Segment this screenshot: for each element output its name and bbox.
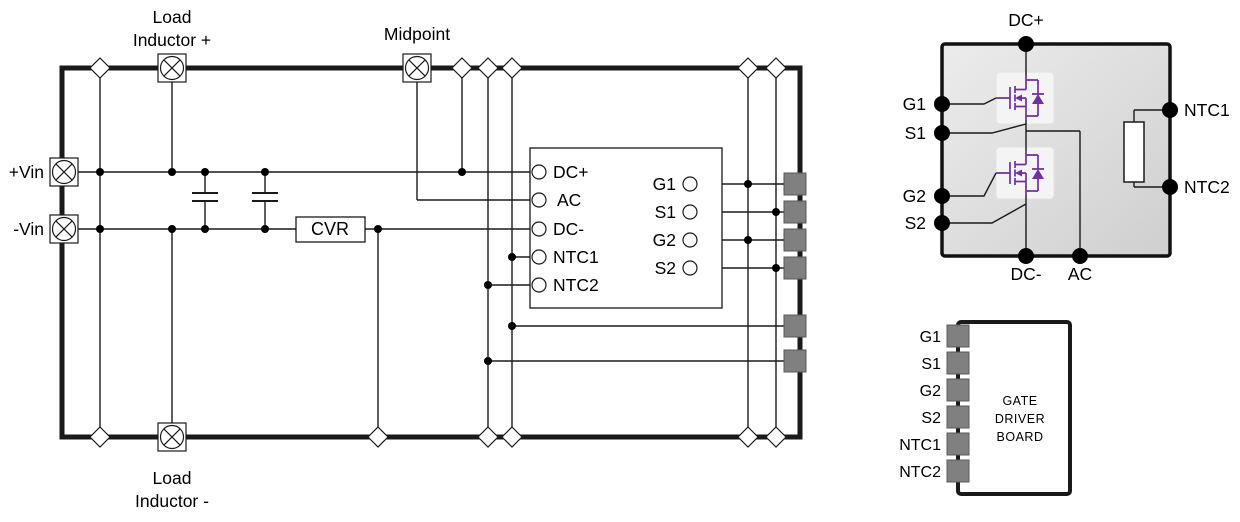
gdb-ntc2-label: NTC2	[899, 464, 941, 481]
module-ntc1-label: NTC1	[1184, 100, 1230, 120]
module-ac-label: AC	[1068, 264, 1092, 284]
terminal-dcminus	[531, 221, 547, 237]
evaluation-board-schematic: CVR DC+ AC DC- NTC1 NTC2 G1 S1 G2 S2	[9, 7, 807, 511]
test-point-diamond	[501, 426, 523, 448]
smd-pad	[946, 432, 970, 456]
load-inductor-minus-label-line1: Load	[153, 468, 192, 488]
load-inductor-plus-label-line2: Inductor +	[133, 30, 211, 50]
dc-link-capacitor-1	[192, 172, 218, 229]
test-point-diamond	[451, 57, 473, 79]
test-point-diamond	[477, 426, 499, 448]
smd-pad	[946, 459, 970, 483]
test-point-diamond	[89, 57, 111, 79]
module-terminal-dots	[934, 36, 1178, 264]
terminal-s2-label: S2	[655, 258, 676, 278]
smd-pad	[946, 324, 970, 348]
terminal-s2	[682, 260, 698, 276]
test-point-diamond	[737, 426, 759, 448]
module-footprint: DC+ AC DC- NTC1 NTC2 G1 S1 G2 S2	[529, 147, 723, 309]
smd-pad	[783, 349, 807, 373]
terminal-s1-label: S1	[655, 202, 676, 222]
load-inductor-minus-label-line2: Inductor -	[135, 491, 209, 511]
terminal-g1	[682, 176, 698, 192]
terminal-dcminus-label: DC-	[553, 219, 584, 239]
smd-pad	[783, 314, 807, 338]
module-dcminus-label: DC-	[1010, 264, 1041, 284]
vin-minus-connector	[49, 214, 79, 244]
terminal-ntc2-label: NTC2	[553, 275, 599, 295]
terminal-g1-label: G1	[653, 174, 676, 194]
smd-pad	[946, 351, 970, 375]
terminal-ac-label: AC	[557, 190, 581, 210]
gate-driver-pads	[946, 324, 970, 483]
module-g1-label: G1	[903, 94, 926, 114]
terminal-ntc1-label: NTC1	[553, 247, 599, 267]
test-point-diamond	[765, 426, 787, 448]
terminal-g2	[682, 232, 698, 248]
gdb-title-line1: GATE	[1002, 394, 1037, 408]
vin-plus-label: +Vin	[9, 162, 44, 182]
midpoint-label: Midpoint	[384, 24, 450, 44]
midpoint-connector	[402, 53, 432, 83]
gate-driver-board-outline	[956, 320, 1072, 496]
gdb-ntc1-label: NTC1	[899, 437, 941, 454]
module-dcplus-label: DC+	[1008, 10, 1044, 30]
smd-pad	[946, 405, 970, 429]
power-module-diagram: DC+ G1 S1 G2 S2 NTC1 NTC2 DC- AC	[903, 10, 1230, 284]
module-footprint-outline	[529, 147, 723, 309]
gate-driver-board-diagram: G1 S1 G2 S2 NTC1 NTC2 GATE DRIVER BOARD	[899, 320, 1072, 496]
test-point-diamond	[737, 57, 759, 79]
smd-pad	[783, 200, 807, 224]
load-inductor-plus-connector	[157, 53, 187, 83]
terminal-dcplus-label: DC+	[553, 162, 589, 182]
test-point-diamond	[501, 57, 523, 79]
terminal-ntc1	[531, 249, 547, 265]
test-point-diamond	[477, 57, 499, 79]
smd-pad	[783, 256, 807, 280]
module-s1-label: S1	[905, 123, 926, 143]
module-ntc2-label: NTC2	[1184, 177, 1230, 197]
gdb-s2-label: S2	[921, 410, 941, 427]
cvr-label: CVR	[311, 219, 349, 239]
test-point-diamonds	[89, 57, 787, 448]
vin-plus-connector	[49, 157, 79, 187]
module-internal-wires	[944, 52, 1170, 248]
load-inductor-plus-label-line1: Load	[153, 7, 192, 27]
test-point-diamond	[89, 426, 111, 448]
ntc-resistor	[1123, 121, 1145, 183]
smd-pad	[783, 228, 807, 252]
bus-wires	[64, 68, 784, 437]
gdb-g1-label: G1	[920, 329, 941, 346]
terminal-s1	[682, 204, 698, 220]
terminal-ntc2	[531, 277, 547, 293]
board-edge-pads	[783, 172, 807, 373]
cvr-box	[295, 216, 366, 243]
gdb-title-line2: DRIVER	[995, 412, 1045, 426]
smd-pad	[783, 172, 807, 196]
test-point-diamond	[765, 57, 787, 79]
gdb-g2-label: G2	[920, 383, 941, 400]
module-g2-label: G2	[903, 186, 926, 206]
test-point-diamond	[367, 426, 389, 448]
gdb-s1-label: S1	[921, 356, 941, 373]
vin-minus-label: -Vin	[13, 219, 44, 239]
module-s2-label: S2	[905, 213, 926, 233]
load-inductor-minus-connector	[157, 422, 187, 452]
smd-pad	[946, 378, 970, 402]
terminal-dcplus	[531, 164, 547, 180]
gdb-title-line3: BOARD	[997, 430, 1044, 444]
terminal-ac	[531, 192, 547, 208]
terminal-g2-label: G2	[653, 230, 676, 250]
junction-dots	[96, 168, 780, 365]
